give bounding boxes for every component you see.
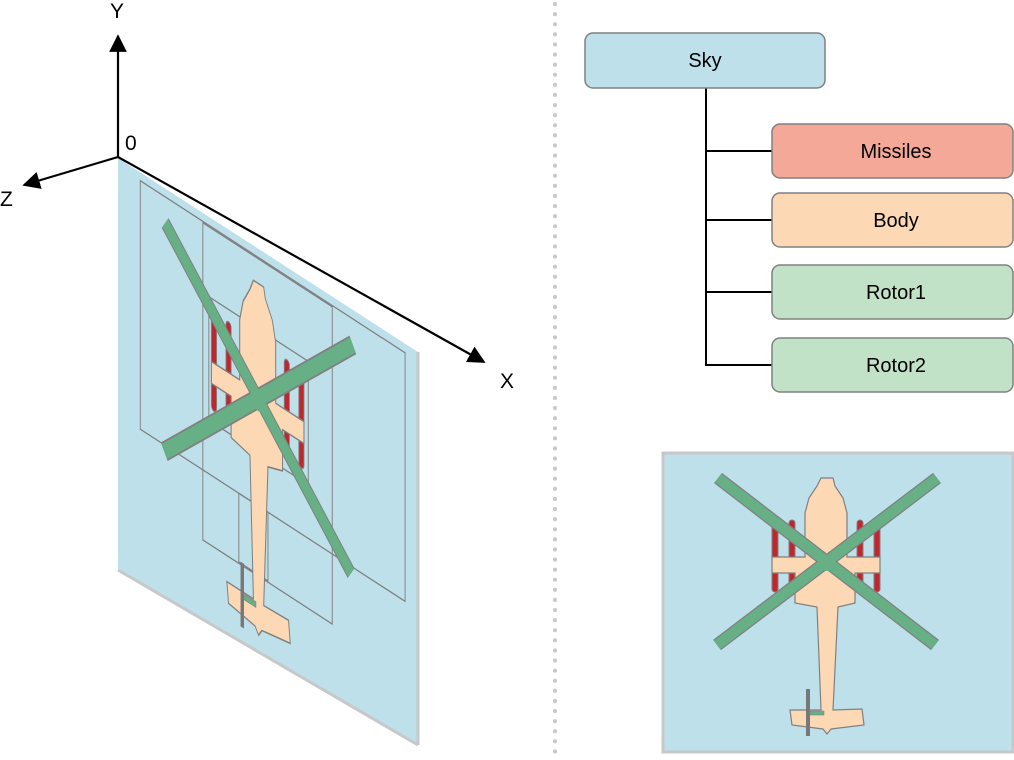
y-axis-label: Y [110, 0, 124, 23]
node-label: Sky [688, 50, 721, 72]
z-axis-label: Z [0, 188, 13, 211]
scene-tree: Sky Missiles Body Rotor1 Rotor2 [584, 32, 1014, 393]
tree-node-sky[interactable]: Sky [584, 32, 826, 89]
tree-node-rotor2[interactable]: Rotor2 [771, 337, 1014, 393]
node-label: Rotor2 [866, 355, 926, 377]
node-bounds [139, 179, 406, 626]
tree-node-body[interactable]: Body [771, 192, 1014, 248]
axes [22, 34, 486, 363]
perspective-view: Y 0 Z X [0, 0, 514, 747]
x-axis-label: X [500, 370, 514, 393]
origin-label: 0 [125, 132, 137, 155]
rendered-view [661, 451, 1014, 754]
node-label: Body [873, 210, 919, 232]
z-axis [22, 155, 119, 189]
tree-node-missiles[interactable]: Missiles [771, 123, 1014, 179]
tree-node-rotor1[interactable]: Rotor1 [771, 264, 1014, 320]
x-axis [117, 156, 486, 363]
node-label: Rotor1 [866, 282, 926, 304]
node-label: Missiles [860, 141, 931, 163]
